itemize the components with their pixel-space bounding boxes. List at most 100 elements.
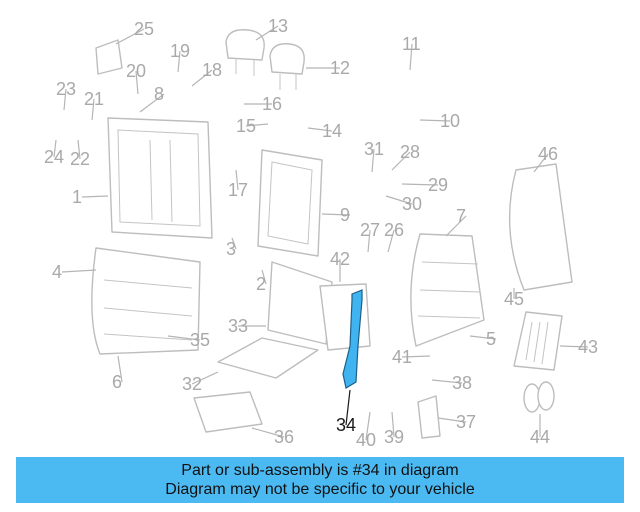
callout-17: 17	[228, 180, 248, 200]
callout-11: 11	[402, 34, 421, 54]
part-bracket-37	[417, 395, 441, 439]
callout-29: 29	[428, 175, 448, 195]
leader-9	[321, 213, 351, 216]
callout-25: 25	[134, 19, 154, 39]
callout-19: 19	[170, 41, 190, 61]
part-washer	[537, 381, 555, 411]
part-center-seat-back	[257, 149, 323, 257]
callout-20: 20	[126, 61, 146, 81]
leader-17	[235, 169, 239, 191]
part-head-restraint-left	[225, 29, 265, 61]
part-frame	[267, 261, 333, 345]
leader-20	[135, 70, 139, 95]
part-pad	[217, 337, 319, 379]
leader-6	[117, 355, 123, 383]
leader-8	[139, 93, 165, 113]
callout-leaders	[53, 25, 589, 441]
leader-25	[115, 28, 145, 45]
leader-14	[307, 127, 333, 132]
callout-15: 15	[236, 116, 256, 136]
callout-35: 35	[190, 330, 210, 350]
leader-13	[255, 25, 279, 41]
callout-2: 2	[256, 274, 266, 294]
callout-12: 12	[330, 58, 350, 78]
callout-13: 13	[268, 16, 288, 36]
callout-10: 10	[440, 111, 460, 131]
part-mesh-panel	[513, 311, 563, 371]
callout-4: 4	[52, 262, 62, 282]
callout-21: 21	[84, 89, 104, 109]
leader-41	[401, 355, 431, 358]
callout-22: 22	[70, 149, 90, 169]
banner-line-1: Part or sub-assembly is #34 in diagram	[181, 462, 459, 479]
leader-37	[437, 417, 467, 423]
callout-8: 8	[154, 84, 164, 104]
part-head-restraint-right	[269, 43, 305, 75]
leader-24	[53, 139, 57, 158]
leader-30	[385, 195, 413, 205]
callout-37: 37	[456, 412, 476, 432]
leader-27	[367, 229, 371, 253]
callout-16: 16	[262, 94, 282, 114]
callout-45: 45	[504, 289, 524, 309]
callout-39: 39	[384, 427, 404, 447]
callout-42: 42	[330, 249, 350, 269]
callout-32: 32	[182, 374, 202, 394]
callout-3: 3	[226, 239, 236, 259]
callout-26: 26	[384, 220, 404, 240]
callout-1: 1	[72, 187, 82, 207]
part-seat-back-frame	[107, 117, 213, 239]
callout-44: 44	[530, 427, 550, 447]
callout-33: 33	[228, 316, 248, 336]
part-seat-back-frame-right	[508, 163, 573, 291]
callout-23: 23	[56, 79, 76, 99]
callout-30: 30	[402, 194, 422, 214]
leader-11	[409, 43, 413, 71]
leader-28	[391, 151, 411, 171]
callout-41: 41	[392, 347, 412, 367]
leader-32	[191, 371, 219, 385]
leader-35	[167, 335, 201, 341]
leader-26	[387, 229, 395, 253]
leader-15	[245, 123, 269, 127]
part-bracket	[95, 39, 123, 75]
callout-27: 27	[360, 220, 380, 240]
leader-10	[419, 119, 451, 122]
callout-43: 43	[578, 337, 598, 357]
callout-28: 28	[400, 142, 420, 162]
leader-36	[251, 427, 285, 438]
leader-1	[81, 195, 109, 198]
leader-43	[559, 345, 589, 348]
callout-9: 9	[340, 205, 350, 225]
callout-24: 24	[44, 147, 64, 167]
callout-18: 18	[202, 60, 222, 80]
leader-3	[231, 237, 237, 250]
callout-6: 6	[112, 372, 122, 392]
part-seat-cushion-left	[91, 247, 201, 355]
callout-36: 36	[274, 427, 294, 447]
callout-40: 40	[356, 430, 376, 450]
leader-7	[445, 215, 467, 237]
leader-38	[431, 379, 463, 384]
leader-29	[401, 183, 439, 186]
leader-21	[91, 98, 95, 121]
part-seat-track	[193, 391, 263, 433]
banner-line-2: Diagram may not be specific to your vehi…	[165, 481, 475, 498]
leader-40	[365, 411, 371, 441]
callout-31: 31	[364, 139, 384, 159]
diagram-parts	[91, 29, 573, 439]
leader-31	[371, 148, 375, 173]
callout-7: 7	[456, 206, 466, 226]
leader-39	[391, 411, 395, 438]
info-banner: Part or sub-assembly is #34 in diagram D…	[16, 457, 624, 503]
leader-4	[61, 269, 97, 273]
leader-23	[63, 88, 67, 111]
callout-labels: 1234567891011121314151617181920212223242…	[44, 16, 598, 450]
leader-18	[191, 69, 213, 87]
leader-5	[469, 335, 497, 340]
leader-2	[261, 269, 267, 285]
leader-22	[77, 139, 81, 160]
callout-38: 38	[452, 373, 472, 393]
callout-34: 34	[336, 415, 356, 435]
leader-46	[533, 153, 549, 173]
